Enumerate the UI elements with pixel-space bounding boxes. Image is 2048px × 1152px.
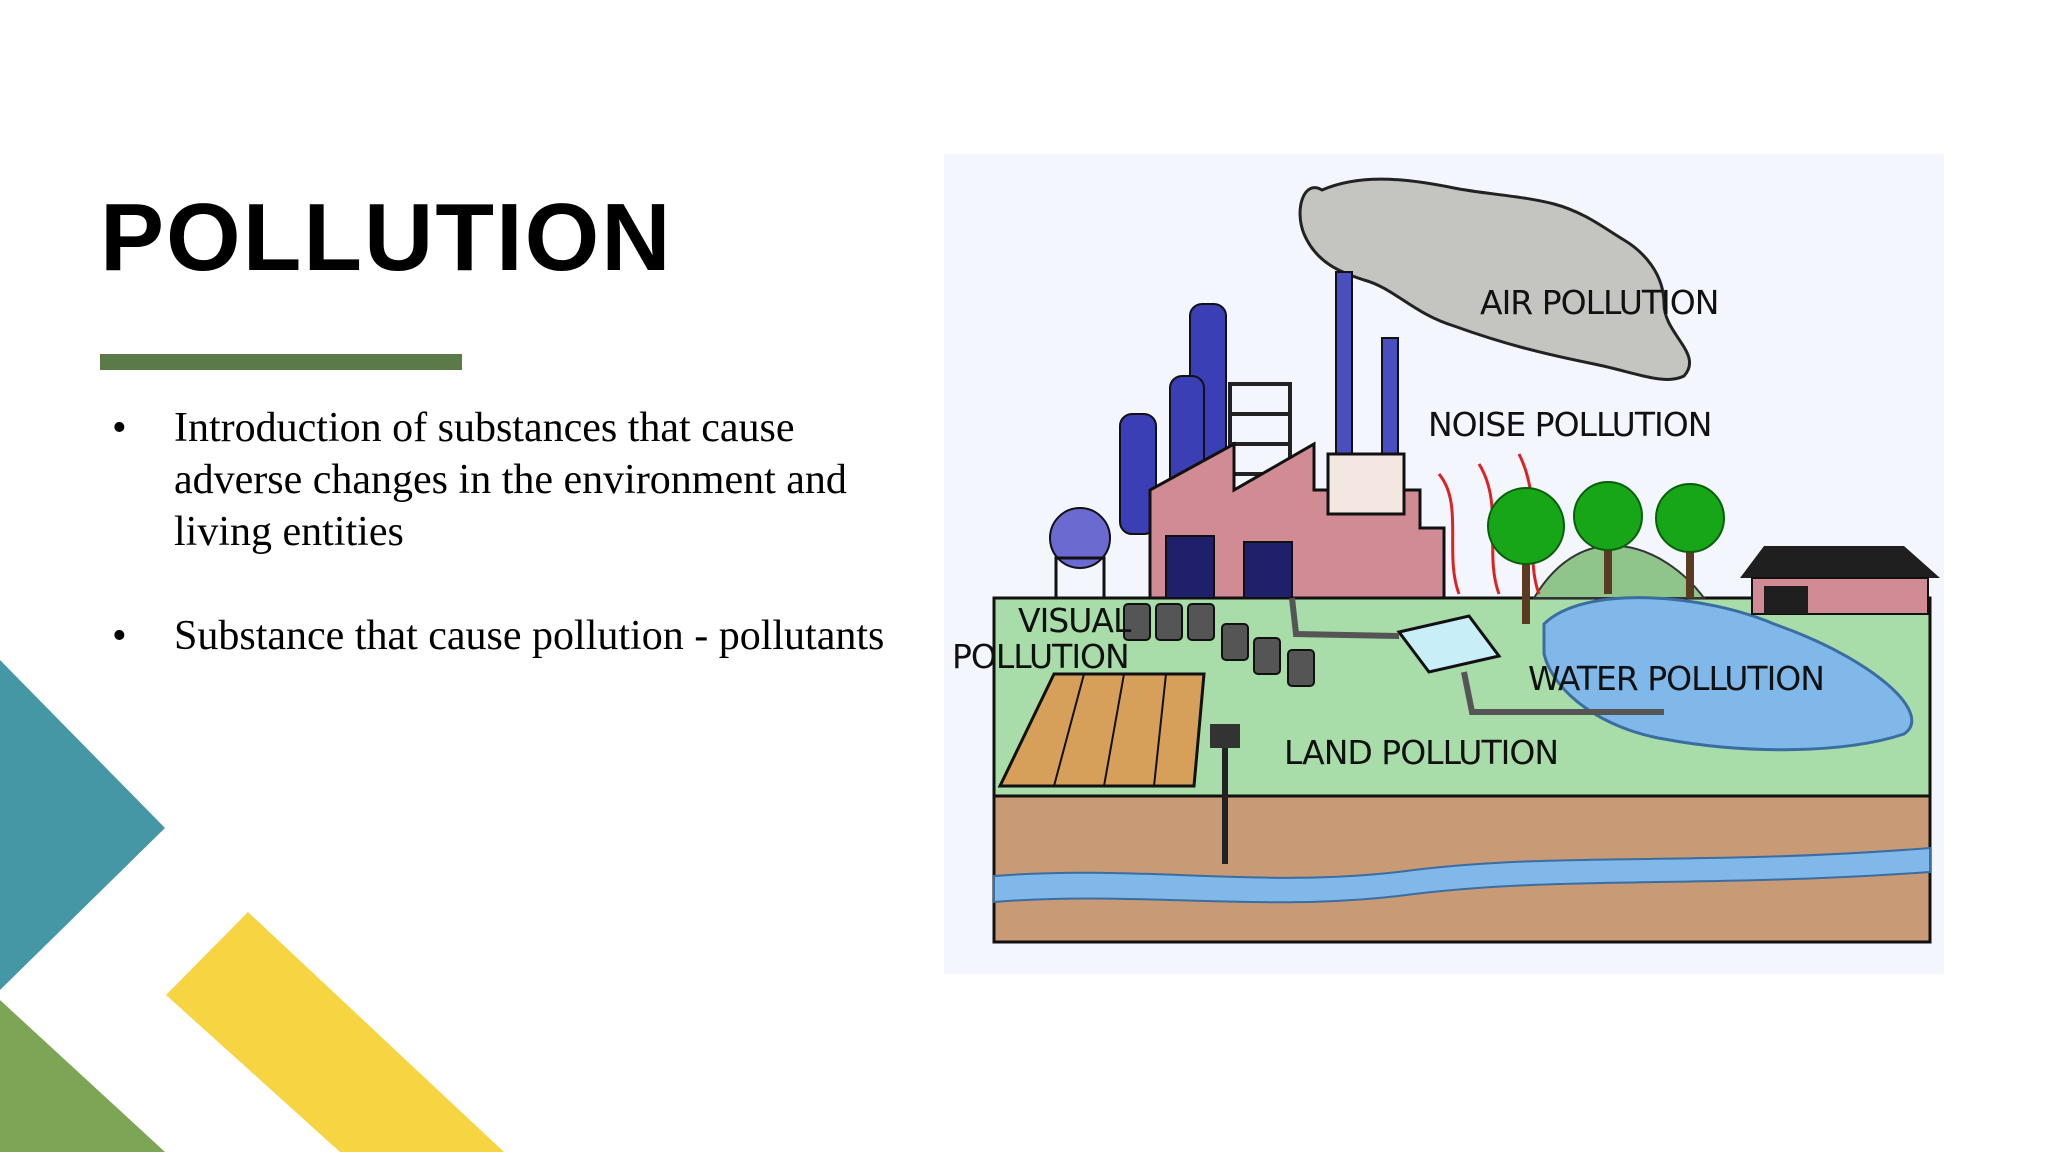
label-visual-pollution-line2: POLLUTION	[952, 637, 1129, 676]
tower	[1119, 413, 1157, 535]
hill	[1532, 544, 1706, 599]
chimney	[1335, 271, 1353, 485]
factory-door	[1243, 541, 1293, 599]
well-pump	[1210, 724, 1240, 748]
outflow-pipe	[1289, 597, 1400, 639]
yellow-band	[166, 912, 504, 1152]
field-furrow	[1153, 673, 1167, 787]
label-visual-pollution-line1: VISUAL	[1018, 601, 1132, 640]
tree	[1487, 487, 1565, 624]
factory-building	[1148, 441, 1446, 600]
pollution-illustration: AIR POLLUTION NOISE POLLUTION VISUAL POL…	[944, 154, 1944, 974]
bullet-marker: •	[112, 405, 127, 451]
tree	[1573, 481, 1643, 594]
barrels	[1123, 603, 1315, 687]
outflow-pipe	[1461, 671, 1664, 715]
bullet-marker: •	[112, 613, 127, 659]
bullet-item: • Substance that cause pollution - pollu…	[110, 610, 910, 662]
smoke-cloud	[1298, 177, 1692, 381]
olive-triangle	[0, 1000, 165, 1152]
house-door	[1764, 586, 1808, 614]
noise-wave	[1437, 473, 1461, 595]
field-furrow	[1053, 673, 1085, 787]
bullet-text: Substance that cause pollution - polluta…	[174, 613, 885, 659]
well-pipe	[1222, 734, 1228, 864]
bullet-list: • Introduction of substances that cause …	[110, 402, 910, 714]
title-underline	[100, 354, 462, 370]
house-roof	[1740, 546, 1940, 578]
bullet-item: • Introduction of substances that cause …	[110, 402, 910, 558]
crop-field	[997, 672, 1206, 788]
bullet-text: Introduction of substances that cause ad…	[174, 405, 847, 555]
groundwater-stream	[993, 846, 1931, 904]
label-air-pollution: AIR POLLUTION	[1480, 283, 1718, 322]
water-tower-legs	[1054, 556, 1106, 600]
water-tower	[1049, 507, 1111, 569]
slide-title: POLLUTION	[100, 184, 673, 291]
field-furrow	[1103, 673, 1125, 787]
factory-door	[1165, 535, 1215, 599]
treatment-tank	[1396, 614, 1502, 674]
teal-triangle	[0, 660, 165, 990]
label-water-pollution: WATER POLLUTION	[1528, 659, 1824, 698]
tree	[1655, 483, 1725, 598]
label-land-pollution: LAND POLLUTION	[1284, 733, 1558, 772]
label-noise-pollution: NOISE POLLUTION	[1428, 405, 1711, 444]
control-box	[1326, 452, 1406, 516]
